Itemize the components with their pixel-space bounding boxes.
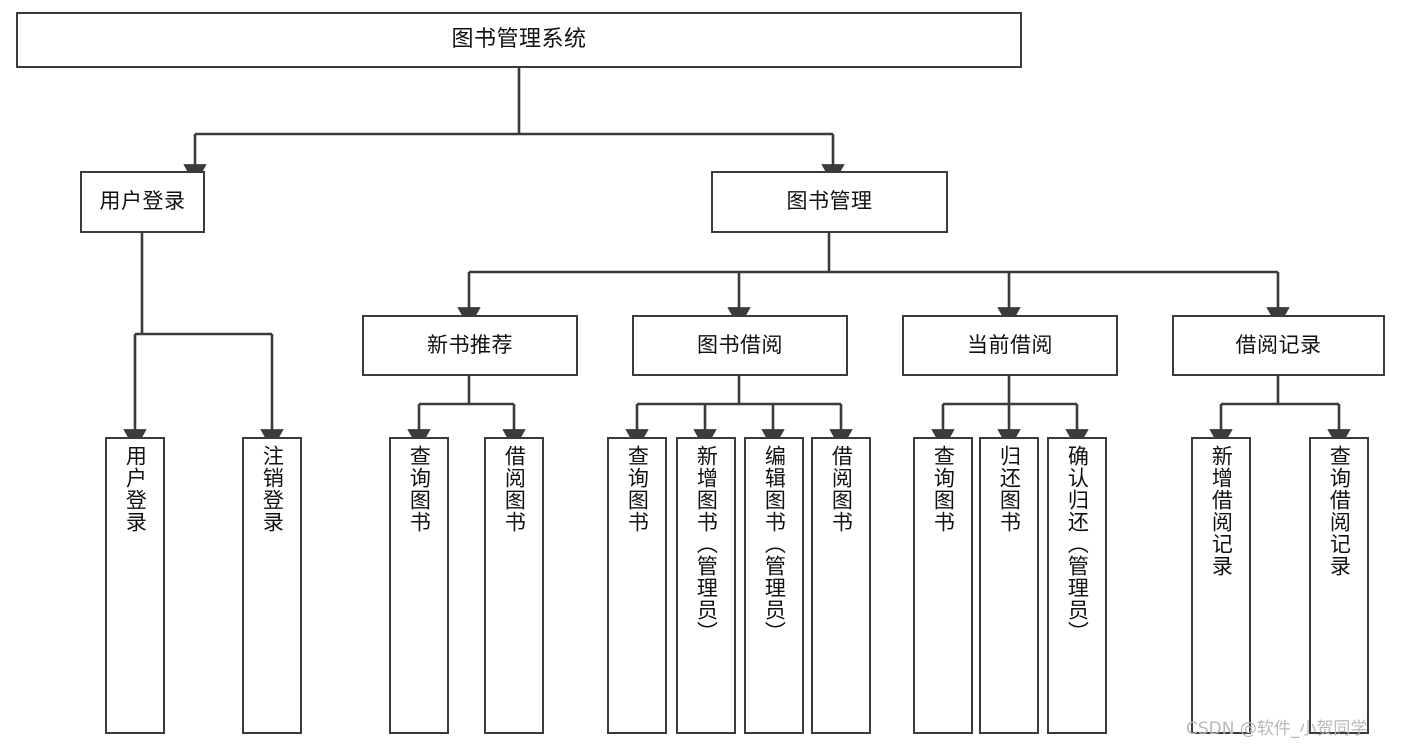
node-label: 新增图书（管理员） bbox=[694, 445, 719, 643]
leaf-book-borrow-add-book-admin[interactable]: 新增图书（管理员） bbox=[676, 437, 736, 734]
leaf-user-login-login[interactable]: 用户登录 bbox=[105, 437, 165, 734]
node-book-management[interactable]: 图书管理 bbox=[711, 171, 948, 233]
node-label: 借阅图书 bbox=[829, 445, 854, 533]
leaf-current-borrow-query-book[interactable]: 查询图书 bbox=[913, 437, 973, 734]
node-borrowing-record[interactable]: 借阅记录 bbox=[1172, 315, 1385, 376]
node-label: 查询借阅记录 bbox=[1327, 445, 1352, 577]
node-label: 借阅图书 bbox=[502, 445, 527, 533]
leaf-book-borrow-borrow-book[interactable]: 借阅图书 bbox=[811, 437, 871, 734]
node-label: 归还图书 bbox=[997, 445, 1022, 533]
leaf-current-borrow-return-book[interactable]: 归还图书 bbox=[979, 437, 1039, 734]
csdn-watermark: CSDN @软件_小贺同学 bbox=[1186, 719, 1368, 739]
leaf-current-borrow-confirm-return-admin[interactable]: 确认归还（管理员） bbox=[1047, 437, 1107, 734]
node-user-login[interactable]: 用户登录 bbox=[80, 171, 205, 233]
node-label: 图书借阅 bbox=[697, 332, 783, 357]
node-label: 用户登录 bbox=[99, 189, 186, 214]
node-root-book-management-system[interactable]: 图书管理系统 bbox=[16, 12, 1022, 68]
node-label: 查询图书 bbox=[625, 445, 650, 533]
node-label: 用户登录 bbox=[123, 445, 148, 533]
leaf-new-book-query-book[interactable]: 查询图书 bbox=[389, 437, 449, 734]
node-label: 图书管理系统 bbox=[451, 26, 587, 52]
node-label: 当前借阅 bbox=[967, 332, 1053, 357]
node-current-borrowing[interactable]: 当前借阅 bbox=[902, 315, 1118, 376]
node-label: 确认归还（管理员） bbox=[1065, 445, 1090, 643]
node-label: 图书管理 bbox=[786, 189, 873, 214]
node-new-book-recommendation[interactable]: 新书推荐 bbox=[362, 315, 578, 376]
node-label: 注销登录 bbox=[260, 445, 285, 533]
leaf-book-borrow-edit-book-admin[interactable]: 编辑图书（管理员） bbox=[744, 437, 804, 734]
leaf-book-borrow-query-book[interactable]: 查询图书 bbox=[607, 437, 667, 734]
node-label: 查询图书 bbox=[407, 445, 432, 533]
leaf-borrow-record-query-record[interactable]: 查询借阅记录 bbox=[1309, 437, 1369, 734]
node-label: 查询图书 bbox=[931, 445, 956, 533]
node-label: 新书推荐 bbox=[427, 332, 513, 357]
node-label: 编辑图书（管理员） bbox=[762, 445, 787, 643]
node-label: 借阅记录 bbox=[1235, 332, 1322, 357]
leaf-new-book-borrow-book[interactable]: 借阅图书 bbox=[484, 437, 544, 734]
leaf-user-login-logout[interactable]: 注销登录 bbox=[242, 437, 302, 734]
node-label: 新增借阅记录 bbox=[1209, 445, 1234, 577]
leaf-borrow-record-add-record[interactable]: 新增借阅记录 bbox=[1191, 437, 1251, 734]
node-book-borrowing[interactable]: 图书借阅 bbox=[632, 315, 848, 376]
